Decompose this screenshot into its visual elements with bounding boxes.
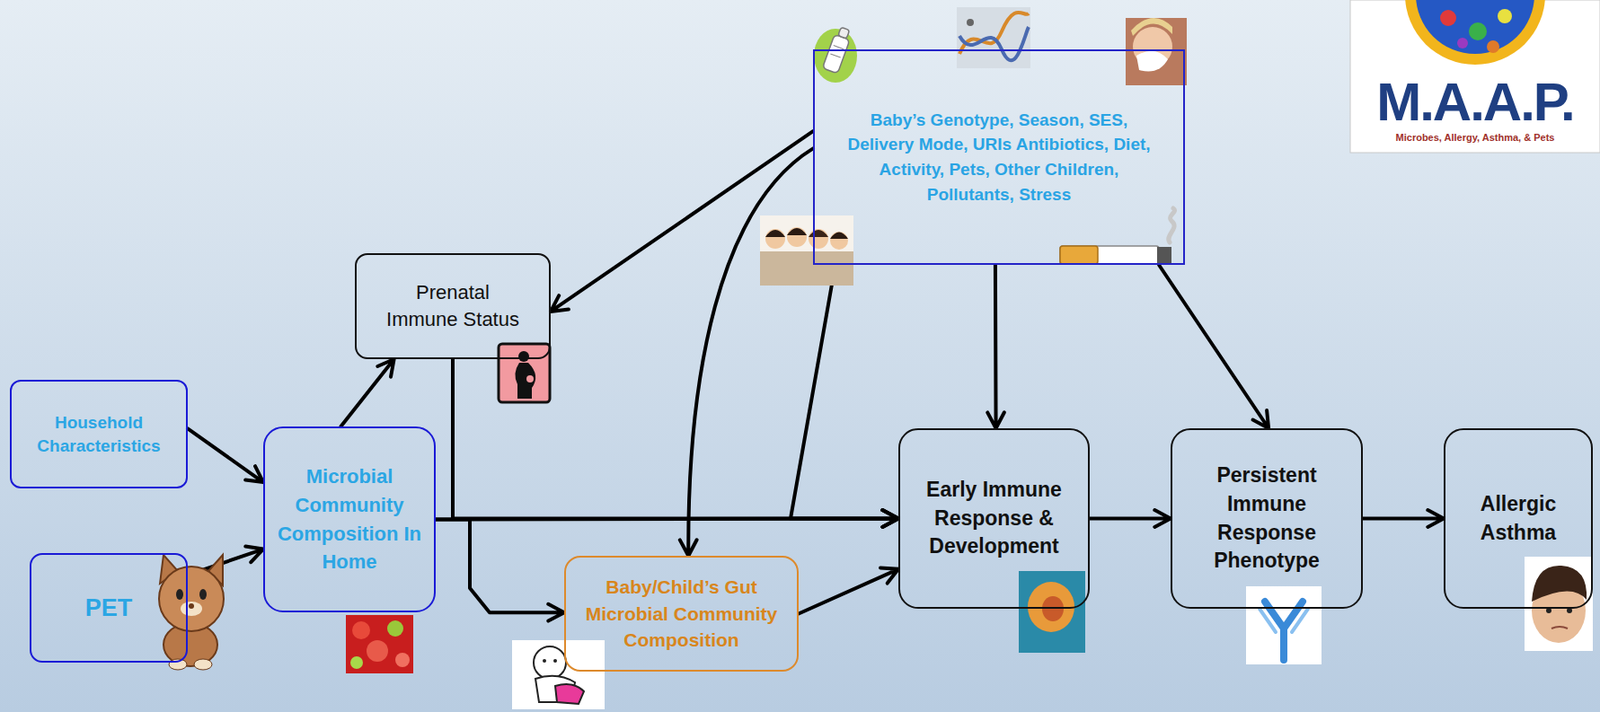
box-label: Household Characteristics (17, 411, 180, 458)
process-box: PET (29, 553, 188, 663)
microbe-image (345, 615, 414, 674)
process-box: Microbial Community Composition In Home (263, 426, 436, 613)
cat-icon (159, 555, 224, 671)
connector-arrow (1089, 510, 1171, 528)
logo (1350, 0, 1600, 153)
connector-arrow (987, 265, 1005, 429)
process-box: Baby/Child’s Gut Microbial Community Com… (564, 556, 799, 672)
cigarette-icon (1060, 208, 1176, 265)
connector-arrow (798, 567, 899, 614)
box-label: Baby/Child’s Gut Microbial Community Com… (571, 574, 792, 654)
process-box: Allergic Asthma (1443, 428, 1593, 610)
connector-arrow (790, 265, 899, 528)
pregnant-icon (498, 344, 550, 403)
child-photo (1524, 556, 1593, 652)
connector-arrow (187, 428, 264, 483)
process-box: Persistent Immune Response Phenotype (1170, 428, 1363, 610)
logo-subtitle: Microbes, Allergy, Asthma, & Pets (1350, 132, 1600, 143)
antibody-icon (1246, 586, 1322, 665)
box-label: Persistent Immune Response Phenotype (1188, 461, 1346, 576)
baby-cartoon (512, 640, 605, 710)
box-label: Prenatal Immune Status (383, 279, 523, 333)
process-box: Household Characteristics (9, 380, 188, 489)
connector-arrow (1362, 510, 1444, 528)
children-photo (760, 215, 854, 286)
bottle-icon (813, 26, 858, 83)
box-label: PET (85, 593, 133, 623)
connector-arrow (452, 359, 899, 528)
process-box: Early Immune Response & Development (898, 428, 1090, 610)
sneeze-photo (1125, 17, 1187, 86)
box-label: Microbial Community Composition In Home (272, 462, 427, 578)
box-label: Baby’s Genotype, Season, SES, Delivery M… (837, 107, 1161, 207)
connector-arrow (340, 359, 394, 427)
connector-arrow (435, 520, 565, 622)
dna-image (956, 7, 1031, 69)
process-box: Prenatal Immune Status (354, 253, 551, 360)
box-label: Allergic Asthma (1450, 490, 1586, 548)
logo-title: M.A.A.P. (1350, 75, 1600, 130)
box-label: Early Immune Response & Development (909, 476, 1080, 562)
process-box: Baby’s Genotype, Season, SES, Delivery M… (813, 49, 1185, 266)
connector-arrow (1158, 265, 1269, 429)
immune-cell-image (1018, 571, 1086, 654)
